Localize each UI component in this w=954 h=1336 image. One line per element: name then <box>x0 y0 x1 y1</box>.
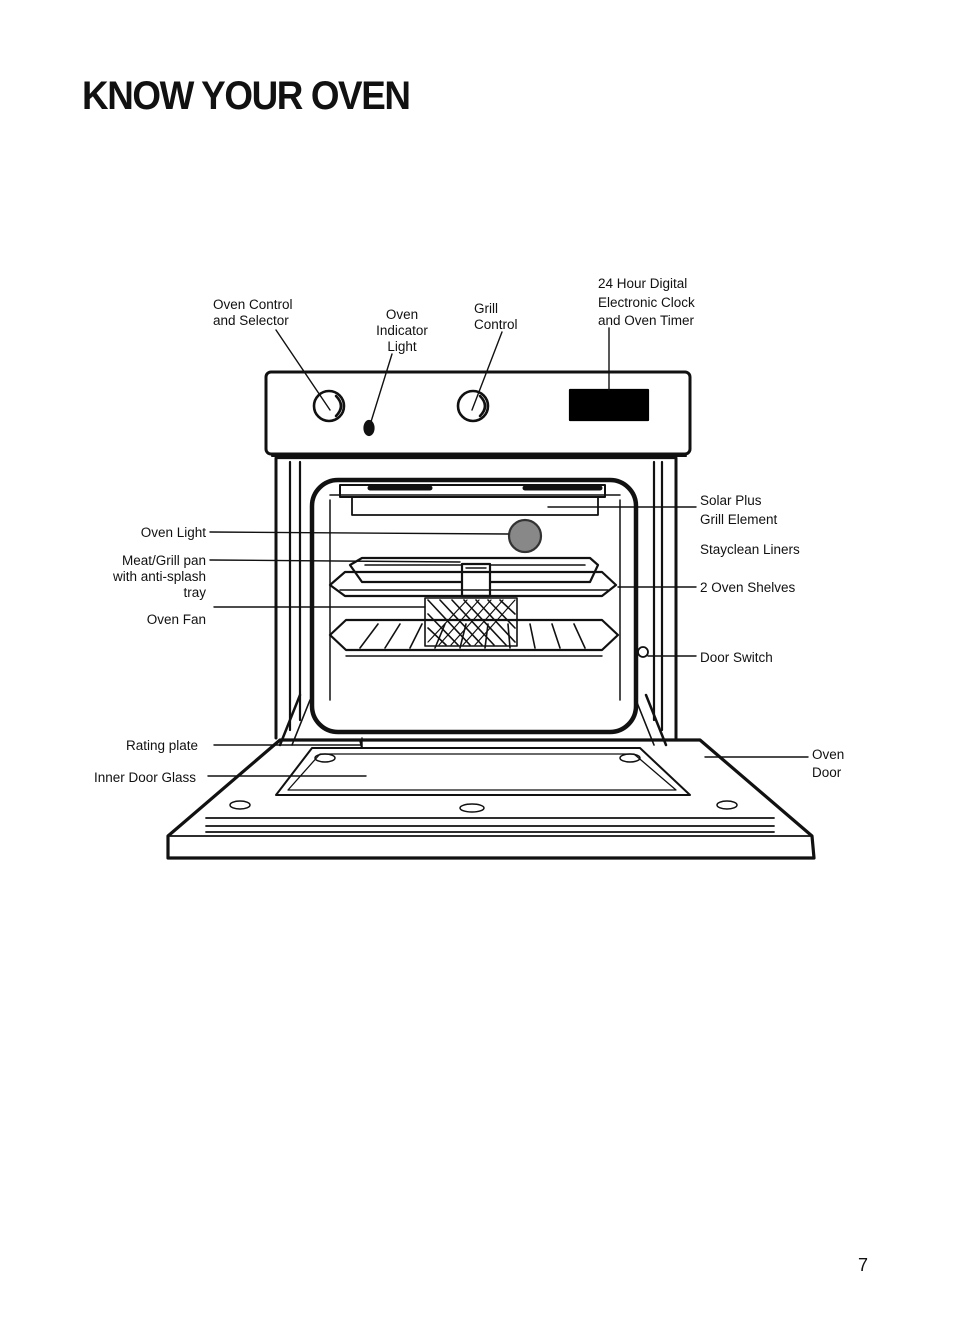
label-oven-indicator: Oven Indicator Light <box>376 307 428 354</box>
label-grill-control: Grill Control <box>474 301 518 332</box>
oven-light-icon <box>507 518 543 554</box>
page-title: KNOW YOUR OVEN <box>82 74 411 118</box>
label-oven-shelves: 2 Oven Shelves <box>700 580 796 595</box>
label-meat-grill-pan: Meat/Grill pan with anti-splash tray <box>112 553 206 600</box>
oven-frame <box>274 456 678 740</box>
label-stayclean: Stayclean Liners <box>700 542 800 557</box>
label-rating-plate: Rating plate <box>126 738 199 753</box>
label-oven-fan: Oven Fan <box>146 612 206 627</box>
oven-cavity <box>309 477 639 735</box>
oven-fan-icon <box>424 597 518 647</box>
inner-door-glass <box>275 747 691 796</box>
grill-element <box>339 484 606 516</box>
page-number: 7 <box>858 1255 869 1275</box>
upper-shelf <box>328 570 618 598</box>
oven-door <box>166 738 816 860</box>
control-panel <box>264 370 692 457</box>
oven-control-knob-icon <box>312 389 346 423</box>
door-switch-icon <box>637 646 649 658</box>
label-inner-door-glass: Inner Door Glass <box>94 770 197 785</box>
clock-display <box>568 388 650 422</box>
label-clock-timer: 24 Hour Digital Electronic Clock and Ove… <box>598 276 695 328</box>
leader-lines <box>207 327 809 777</box>
oven-indicator-light-icon <box>363 419 375 437</box>
label-oven-control: Oven Control and Selector <box>213 297 293 328</box>
lower-shelf <box>328 618 620 657</box>
grill-control-knob-icon <box>456 389 490 423</box>
label-oven-door: Oven Door <box>812 747 845 780</box>
label-solar-grill: Solar Plus Grill Element <box>700 493 778 527</box>
label-door-switch: Door Switch <box>700 650 773 665</box>
label-oven-light: Oven Light <box>140 525 206 540</box>
